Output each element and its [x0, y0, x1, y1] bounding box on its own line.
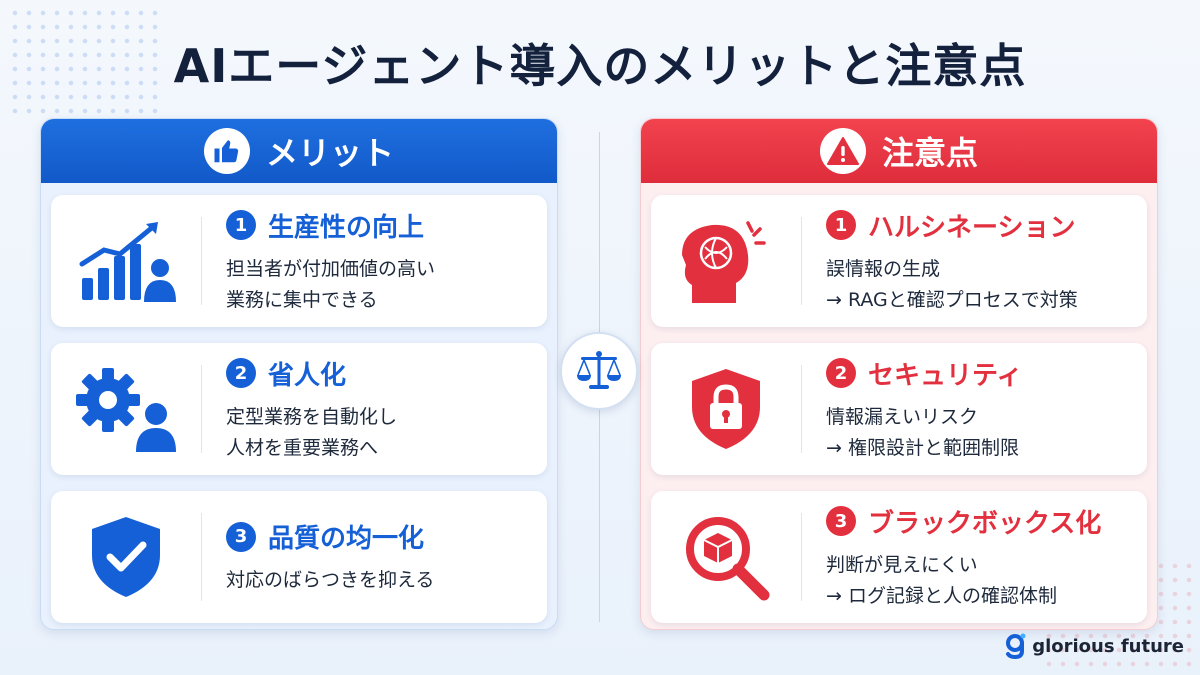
item-line: 人材を重要業務へ [226, 436, 379, 459]
merit-card-3: 3 品質の均一化 対応のばらつきを抑える [51, 491, 547, 623]
warning-icon [819, 128, 866, 174]
merit-panel-header: メリット [41, 119, 557, 183]
card-divider [801, 365, 802, 453]
merit-header-label: メリット [265, 134, 394, 172]
caution-header-label: 注意点 [881, 134, 978, 172]
item-line: 定型業務を自動化し [226, 405, 398, 428]
brand-mark-icon [1006, 633, 1026, 659]
merit-card-2: 2 省人化 定型業務を自動化し 人材を重要業務へ [51, 343, 547, 475]
item-title: セキュリティ [868, 360, 1023, 391]
caution-card-3: 3 ブラックボックス化 判断が見えにくい → ログ記録と人の確認体制 [651, 491, 1147, 623]
shield-lock-icon [651, 343, 801, 475]
shield-check-icon [51, 491, 201, 623]
item-title: ハルシネーション [868, 212, 1076, 243]
item-number: 1 [226, 210, 256, 240]
item-number: 3 [226, 521, 256, 552]
merit-panel: メリット 1 生産性の向上 担当者が付加価値の高い 業務に集中できる [40, 118, 558, 630]
item-line: → RAGと確認プロセスで対策 [826, 288, 1078, 311]
gear-person-icon [51, 343, 201, 475]
card-divider [801, 217, 802, 305]
item-line: 業務に集中できる [226, 288, 378, 311]
thumbs-up-icon [203, 128, 250, 174]
caution-panel: 注意点 1 ハルシネーション 誤情報の生成 → RAGと確認プロセスで対策 [640, 118, 1158, 630]
card-divider [801, 513, 802, 601]
item-line: → ログ記録と人の確認体制 [826, 584, 1057, 607]
caution-card-1: 1 ハルシネーション 誤情報の生成 → RAGと確認プロセスで対策 [651, 195, 1147, 327]
brain-head-icon [651, 195, 801, 327]
balance-scale-icon [560, 332, 638, 410]
page-title: AIエージェント導入のメリットと注意点 [173, 39, 1027, 93]
caution-panel-header: 注意点 [641, 119, 1157, 183]
item-line: → 権限設計と範囲制限 [826, 436, 1019, 459]
item-line: 情報漏えいリスク [826, 405, 979, 428]
growth-chart-person-icon [51, 195, 201, 327]
brand-name: glorious future [1032, 635, 1184, 657]
item-title: 省人化 [268, 360, 347, 391]
item-number: 2 [226, 358, 256, 388]
magnifier-box-icon [651, 491, 801, 623]
item-line: 担当者が付加価値の高い [226, 257, 436, 280]
item-title: ブラックボックス化 [868, 508, 1102, 539]
brand-logo: glorious future [1004, 633, 1184, 659]
item-title: 品質の均一化 [268, 524, 425, 554]
item-number: 3 [826, 506, 856, 536]
decor-dots-top-left [8, 6, 158, 116]
card-divider [201, 217, 202, 305]
item-line: 判断が見えにくい [826, 553, 978, 576]
item-line: 誤情報の生成 [826, 257, 941, 280]
item-title: 生産性の向上 [268, 212, 425, 243]
card-divider [201, 513, 202, 601]
caution-card-2: 2 セキュリティ 情報漏えいリスク → 権限設計と範囲制限 [651, 343, 1147, 475]
item-line: 対応のばらつきを抑える [226, 569, 435, 591]
card-divider [201, 365, 202, 453]
item-number: 2 [826, 358, 856, 388]
merit-card-1: 1 生産性の向上 担当者が付加価値の高い 業務に集中できる [51, 195, 547, 327]
item-number: 1 [826, 210, 856, 240]
